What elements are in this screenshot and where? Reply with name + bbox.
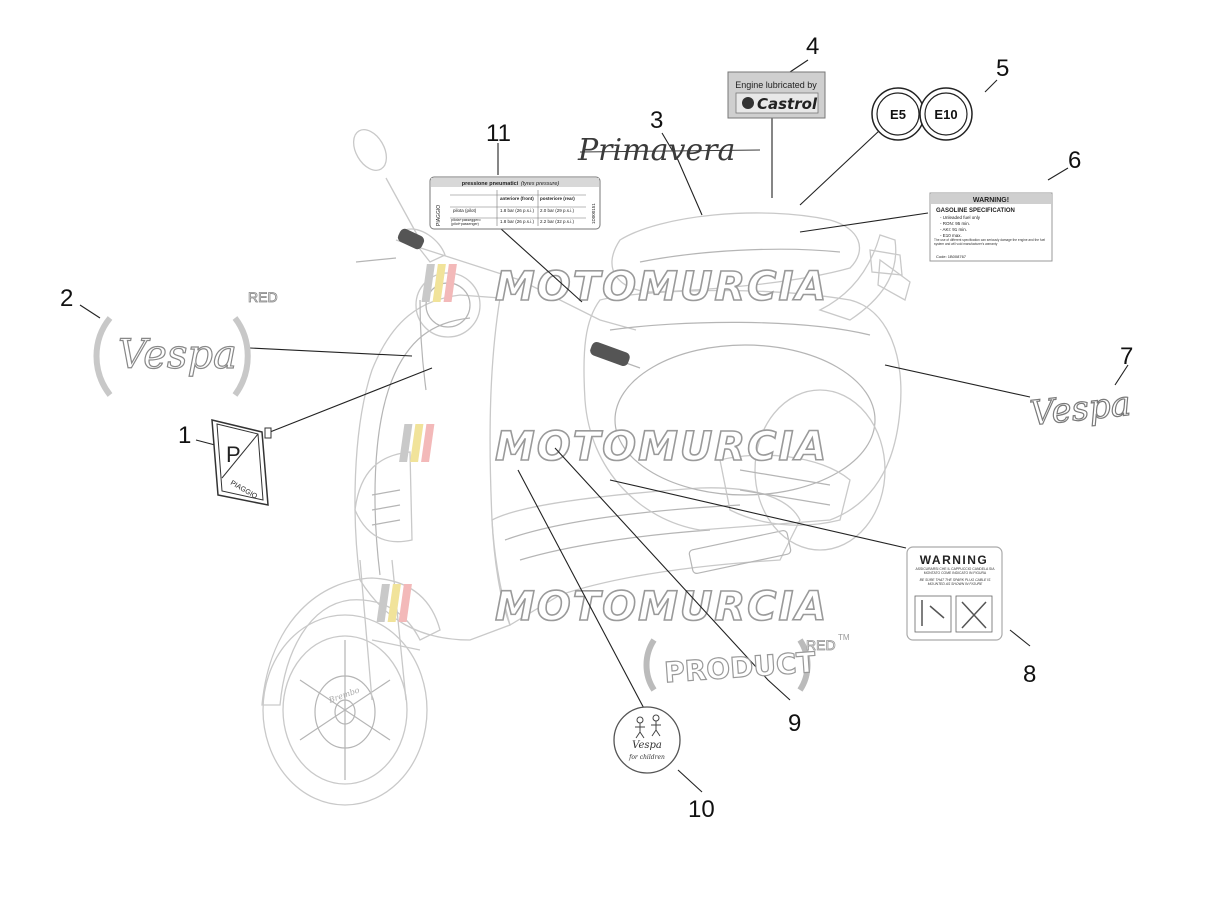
castrol-line1: Engine lubricated by xyxy=(735,80,817,90)
warning-header: WARNING! xyxy=(973,197,1009,204)
fuel-e10: E10 xyxy=(934,107,957,122)
callout-6[interactable]: 6 xyxy=(1068,147,1081,174)
vespa-script-text: Vespa xyxy=(1028,384,1133,434)
leader-lines xyxy=(79,59,1129,793)
callout-8[interactable]: 8 xyxy=(1023,661,1036,688)
tyre-code: 1D000151 xyxy=(591,203,596,224)
tyre-title: pressione pneumatici xyxy=(462,181,519,187)
part-3-primavera-logo[interactable]: Primavera xyxy=(577,133,761,168)
warning-line: - Unleaded fuel only xyxy=(940,215,981,220)
watermark-2: MOTOMURCIA xyxy=(399,423,828,471)
callout-5[interactable]: 5 xyxy=(996,55,1009,82)
callout-11[interactable]: 11 xyxy=(486,120,511,147)
part-6-gasoline-warning[interactable]: WARNING! GASOLINE SPECIFICATION - Unlead… xyxy=(929,192,1053,262)
callout-1[interactable]: 1 xyxy=(178,422,191,449)
warning8-it: ASSICURARSI CHE IL CAPPUCCIO CANDELA SIA… xyxy=(915,567,995,575)
part-9-product-red[interactable]: PRODUCT RED TM xyxy=(643,633,850,692)
callout-4[interactable]: 4 xyxy=(806,33,819,60)
warning-line: - RON: 95 min. xyxy=(940,221,970,226)
part-4-castrol-label[interactable]: Engine lubricated by Castrol xyxy=(727,71,826,119)
watermark-text: MOTOMURCIA xyxy=(495,584,828,630)
warning-line: - AKI: 91 min. xyxy=(940,227,967,232)
badge-letter: P xyxy=(226,442,241,467)
part-5-fuel-labels[interactable]: E5 E10 xyxy=(871,87,973,141)
callout-7[interactable]: 7 xyxy=(1120,343,1133,370)
product-red: RED xyxy=(806,637,836,653)
part-11-tyre-pressure[interactable]: pressione pneumatici (tyres pressure) PI… xyxy=(429,176,601,230)
warning-note: The use of different specification can s… xyxy=(934,238,1046,246)
watermark-text: MOTOMURCIA xyxy=(495,264,828,310)
callout-9[interactable]: 9 xyxy=(788,710,801,737)
watermark-1: MOTOMURCIA xyxy=(421,263,828,311)
scooter-outline xyxy=(261,129,911,806)
emblem-script: Vespa xyxy=(118,332,237,378)
tyre-side: PIAGGIO xyxy=(436,205,442,226)
children-brand: Vespa xyxy=(632,740,662,751)
product-tm: TM xyxy=(838,633,850,642)
warning-title: GASOLINE SPECIFICATION xyxy=(936,208,1015,214)
part-7-vespa-script[interactable]: Vespa xyxy=(1027,383,1133,435)
children-text: for children xyxy=(628,754,665,761)
product-text: PRODUCT xyxy=(663,646,816,689)
castrol-line2: Castrol xyxy=(757,95,818,113)
tyre-row-front: 1.8 bar (26 p.s.i.) xyxy=(500,208,535,213)
tyre-row-load: pilota+passeggero (pilot+passenger) xyxy=(451,218,481,227)
part-2-vespa-red-emblem[interactable]: Vespa RED xyxy=(93,289,278,397)
tyre-row-rear: 2.0 bar (29 p.s.i.) xyxy=(540,208,575,213)
callout-3[interactable]: 3 xyxy=(650,107,663,134)
watermark-3: MOTOMURCIA xyxy=(376,583,828,631)
part-8-sparkplug-warning[interactable]: WARNING ASSICURARSI CHE IL CAPPUCCIO CAN… xyxy=(906,546,1003,641)
tyre-col-rear: posteriore (rear) xyxy=(540,196,575,201)
fuel-e5: E5 xyxy=(890,107,906,122)
callout-10[interactable]: 10 xyxy=(688,796,715,823)
tyre-title-en: (tyres pressure) xyxy=(521,181,560,187)
tyre-row-rear: 2.2 bar (32 p.s.i.) xyxy=(540,219,575,224)
warning-code: Code: 1B008767 xyxy=(936,254,967,259)
part-10-vespa-for-children[interactable]: Vespa for children xyxy=(613,706,681,774)
warning8-en: BE SURE THAT THE SPARK PLUG CABLE IS MOU… xyxy=(919,578,991,586)
part-1-piaggio-badge[interactable]: P PIAGGIO xyxy=(211,419,272,506)
callout-numbers: 1 2 3 4 5 6 7 8 9 10 11 xyxy=(60,33,1133,823)
watermark-text: MOTOMURCIA xyxy=(495,424,828,470)
warning8-title: WARNING xyxy=(920,553,989,567)
tyre-col-front: anteriore (front) xyxy=(500,196,534,201)
tyre-row-load: pilota (pilot) xyxy=(453,208,477,213)
warning-line: - E10 max. xyxy=(940,233,962,238)
callout-2[interactable]: 2 xyxy=(60,285,73,312)
emblem-tag: RED xyxy=(248,289,278,305)
tyre-row-front: 1.8 bar (26 p.s.i.) xyxy=(500,219,535,224)
